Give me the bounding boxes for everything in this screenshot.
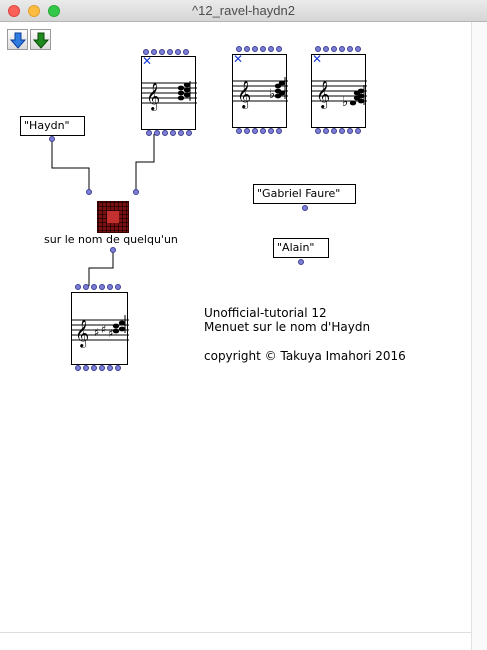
inlet[interactable]: [83, 284, 89, 290]
outlet[interactable]: [236, 128, 242, 134]
svg-text:♭: ♭: [342, 95, 348, 110]
svg-text:♯: ♯: [101, 323, 106, 336]
melody-staff: 𝄞 ♯ ♯ ♯: [72, 315, 129, 348]
svg-text:♯: ♯: [94, 326, 99, 339]
inlet[interactable]: [75, 284, 81, 290]
blue-down-arrow-icon: [9, 32, 27, 49]
comment-line-3: copyright © Takuya Imahori 2016: [204, 349, 406, 363]
svg-text:𝄞: 𝄞: [316, 80, 330, 109]
chord-box-2[interactable]: 𝄞 ♭: [232, 54, 288, 128]
lock-x-icon[interactable]: ✕: [312, 52, 323, 66]
minimize-window-button[interactable]: [28, 5, 40, 17]
window-title: ^12_ravel-haydn2: [192, 3, 295, 18]
outlet[interactable]: [83, 365, 89, 371]
haydn-to-abstraction-wire: [51, 139, 90, 192]
outlet[interactable]: [107, 365, 113, 371]
chord-to-abstraction-wire: [135, 134, 155, 192]
inlet[interactable]: [91, 284, 97, 290]
comment-line-2: Menuet sur le nom d'Haydn: [204, 320, 371, 334]
inlet[interactable]: [143, 49, 149, 55]
abstraction-label: sur le nom de quelqu'un: [44, 233, 178, 246]
alain-message-box[interactable]: "Alain": [273, 238, 329, 258]
outlet[interactable]: [260, 128, 266, 134]
chord-staff-3: 𝄞 ♭: [312, 80, 367, 110]
outlet[interactable]: [91, 365, 97, 371]
inlet[interactable]: [260, 46, 266, 52]
inlet[interactable]: [107, 284, 113, 290]
outlet[interactable]: [75, 365, 81, 371]
lock-x-icon[interactable]: ✕: [142, 54, 153, 68]
haydn-outlet[interactable]: [49, 136, 55, 142]
chord-staff-1: 𝄞: [142, 81, 197, 111]
load-button[interactable]: [7, 29, 28, 50]
outlet[interactable]: [244, 128, 250, 134]
inlet[interactable]: [355, 46, 361, 52]
svg-text:𝄞: 𝄞: [146, 82, 160, 111]
chord-box-1[interactable]: 𝄞: [141, 56, 197, 130]
inlet[interactable]: [339, 46, 345, 52]
alain-outlet[interactable]: [298, 259, 304, 265]
comment-line-1: Unofficial-tutorial 12: [204, 306, 327, 320]
inlet[interactable]: [244, 46, 250, 52]
outlet[interactable]: [154, 130, 160, 136]
inlet[interactable]: [315, 46, 321, 52]
abstraction-inlet[interactable]: [133, 189, 139, 195]
svg-text:𝄞: 𝄞: [75, 319, 89, 348]
svg-text:♯: ♯: [108, 327, 113, 340]
outlet[interactable]: [339, 128, 345, 134]
inlet[interactable]: [252, 46, 258, 52]
close-window-button[interactable]: [8, 5, 20, 17]
inlet[interactable]: [151, 49, 157, 55]
outlet[interactable]: [186, 130, 192, 136]
inlet[interactable]: [175, 49, 181, 55]
svg-text:𝄞: 𝄞: [237, 80, 251, 109]
outlet[interactable]: [170, 130, 176, 136]
abstraction-inlet[interactable]: [86, 189, 92, 195]
abstraction-box[interactable]: [97, 201, 129, 233]
inlet[interactable]: [236, 46, 242, 52]
inlet[interactable]: [276, 46, 282, 52]
outlet[interactable]: [252, 128, 258, 134]
chord-box-3[interactable]: 𝄞 ♭: [311, 54, 367, 128]
abstraction-icon: [107, 211, 119, 223]
outlet[interactable]: [115, 365, 121, 371]
green-down-arrow-icon: [32, 32, 50, 49]
inlet[interactable]: [167, 49, 173, 55]
title-bar[interactable]: ^12_ravel-haydn2: [0, 0, 487, 22]
haydn-message-box[interactable]: "Haydn": [20, 116, 85, 136]
score-box[interactable]: 𝄞 ♯ ♯ ♯: [71, 292, 129, 365]
chord-staff-2: 𝄞 ♭: [233, 77, 288, 109]
outlet[interactable]: [276, 128, 282, 134]
zoom-window-button[interactable]: [48, 5, 60, 17]
outlet[interactable]: [146, 130, 152, 136]
outlet[interactable]: [347, 128, 353, 134]
outlet[interactable]: [331, 128, 337, 134]
bottom-divider: [0, 632, 471, 633]
inlet[interactable]: [99, 284, 105, 290]
inlet[interactable]: [115, 284, 121, 290]
gabriel-faure-message-box[interactable]: "Gabriel Faure": [253, 184, 356, 204]
lock-x-icon[interactable]: ✕: [233, 52, 244, 66]
inlet[interactable]: [159, 49, 165, 55]
inlet[interactable]: [268, 46, 274, 52]
inlet[interactable]: [183, 49, 189, 55]
patch-connections: [51, 134, 155, 286]
outlet[interactable]: [178, 130, 184, 136]
inlet[interactable]: [331, 46, 337, 52]
inlet[interactable]: [347, 46, 353, 52]
abstraction-outlet[interactable]: [110, 247, 116, 253]
outlet[interactable]: [99, 365, 105, 371]
outlet[interactable]: [355, 128, 361, 134]
svg-text:♭: ♭: [269, 87, 275, 102]
vertical-scrollbar[interactable]: [471, 22, 487, 650]
outlet[interactable]: [315, 128, 321, 134]
outlet[interactable]: [323, 128, 329, 134]
gabriel-faure-outlet[interactable]: [302, 205, 308, 211]
save-button[interactable]: [30, 29, 51, 50]
inlet[interactable]: [323, 46, 329, 52]
outlet[interactable]: [162, 130, 168, 136]
outlet[interactable]: [268, 128, 274, 134]
abstraction-to-score-wire: [88, 252, 114, 286]
